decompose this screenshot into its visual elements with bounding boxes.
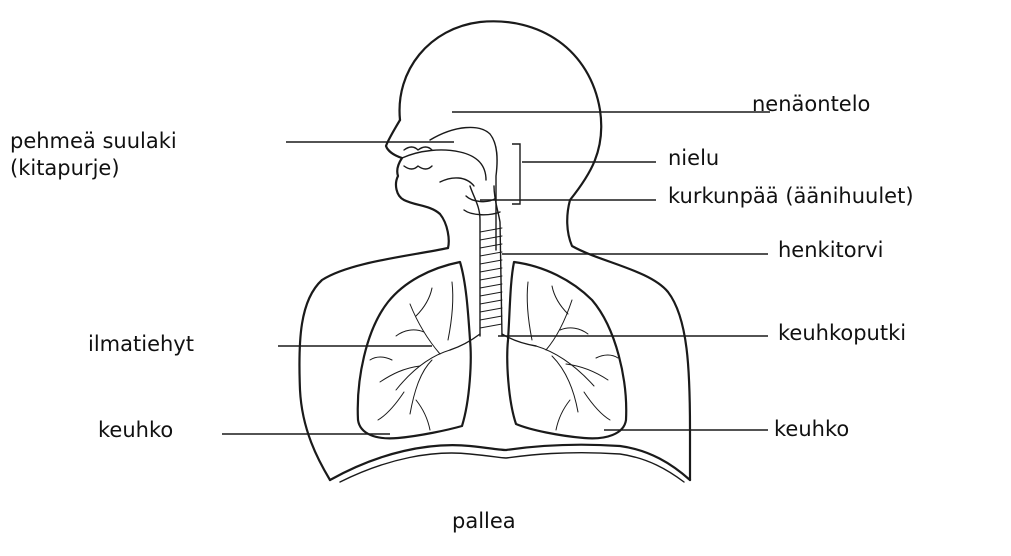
label-nenaontelo: nenäontelo [752, 91, 870, 118]
label-ilmatiehyt: ilmatiehyt [88, 331, 194, 358]
label-keuhkoputki: keuhkoputki [778, 320, 906, 347]
label-pehmea-suulaki-line2: (kitapurje) [10, 155, 177, 182]
label-nielu: nielu [668, 145, 719, 172]
label-kurkunpaa: kurkunpää (äänihuulet) [668, 183, 914, 210]
right-lung [507, 262, 626, 438]
diaphragm [330, 445, 690, 482]
pharynx-bracket [512, 144, 520, 204]
left-bronchioles [370, 282, 453, 430]
label-pehmea-suulaki-line1: pehmeä suulaki [10, 128, 177, 155]
label-pehmea-suulaki: pehmeä suulaki (kitapurje) [10, 128, 177, 183]
trachea-rings [480, 228, 502, 328]
label-henkitorvi: henkitorvi [778, 237, 884, 264]
right-bronchioles [527, 282, 618, 430]
trachea [450, 186, 536, 350]
left-lung [358, 262, 471, 438]
label-keuhko-left: keuhko [98, 417, 173, 444]
label-keuhko-right: keuhko [774, 416, 849, 443]
label-pallea: pallea [452, 508, 516, 535]
